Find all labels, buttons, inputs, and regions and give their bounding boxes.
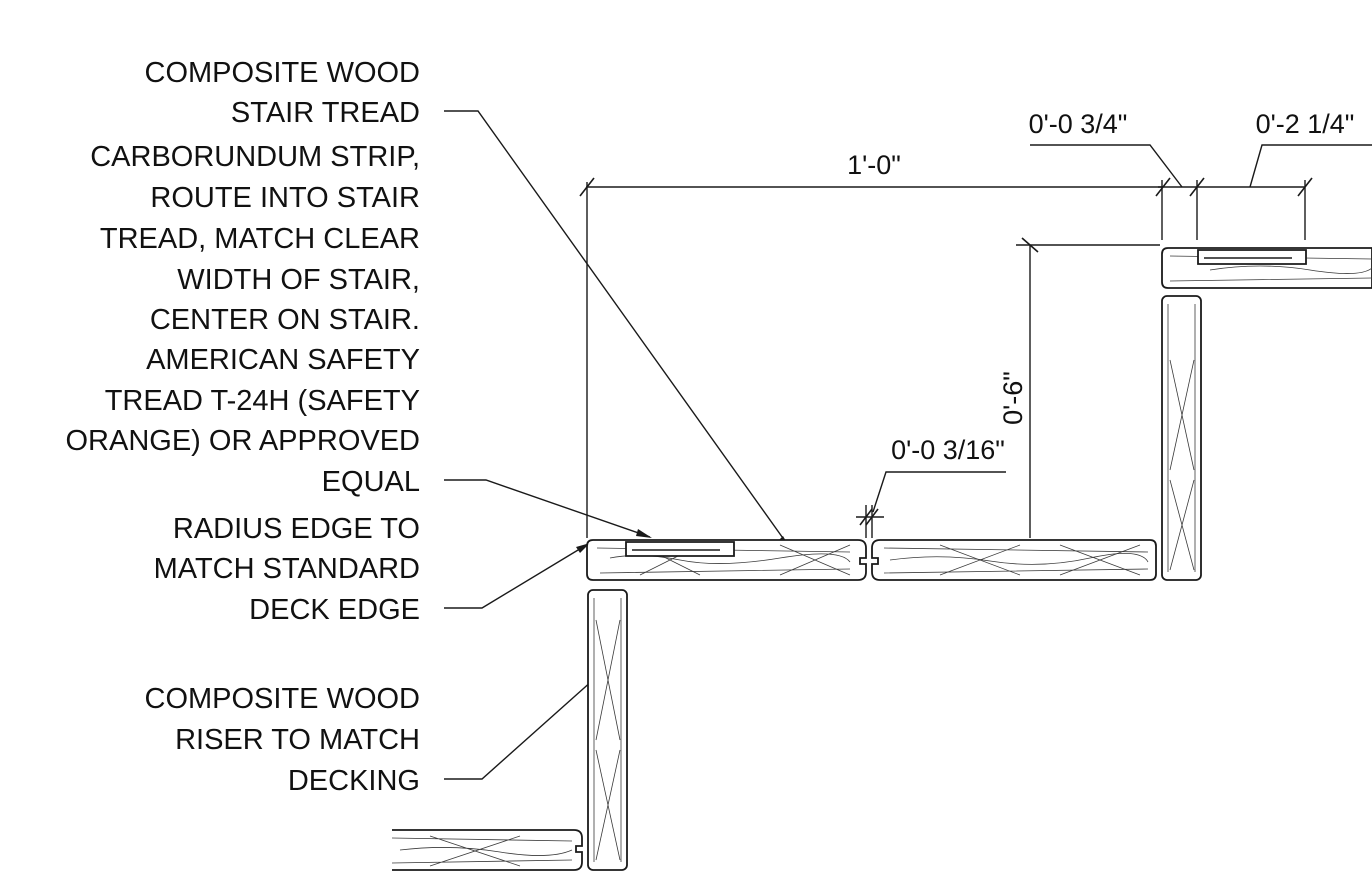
note-line: EQUAL [322,466,420,498]
lower-riser-board [587,589,628,871]
note-line: CARBORUNDUM STRIP, [90,141,420,173]
upper-tread-board [1161,247,1372,289]
note-line: TREAD T-24H (SAFETY [105,385,420,417]
leader-lines [444,110,791,780]
deck-board-lower [391,829,583,871]
note-line: COMPOSITE WOOD [145,683,421,715]
note-line: RISER TO MATCH [175,724,420,756]
dimension-nosing-gap: 0'-0 3/4" [1029,109,1305,240]
note-composite-riser: COMPOSITE WOOD RISER TO MATCH DECKING [145,683,421,797]
dim-tick [859,508,873,526]
leader-radius-edge [444,543,589,609]
dimension-board-gap: 0'-0 3/16" [856,435,1006,538]
note-carborundum-strip: CARBORUNDUM STRIP, ROUTE INTO STAIR TREA… [65,141,420,498]
note-line: ROUTE INTO STAIR [150,182,420,214]
note-line: AMERICAN SAFETY [146,344,420,376]
dim-tick [579,177,595,197]
note-radius-edge: RADIUS EDGE TO MATCH STANDARD DECK EDGE [154,513,420,626]
tread-board-back [871,539,1157,581]
note-line: CENTER ON STAIR. [150,304,420,336]
leader-carborundum [444,479,651,538]
note-line: COMPOSITE WOOD [145,57,421,89]
dim-tick [865,508,879,526]
note-line: DECKING [288,765,420,797]
note-line: ORANGE) OR APPROVED [65,425,420,457]
note-line: STAIR TREAD [231,97,420,129]
dimension-strip-width: 0'-2 1/4" [1249,109,1372,240]
note-line: DECK EDGE [249,594,420,626]
leader-tread [444,110,791,549]
dim-tick [1297,177,1313,197]
dimension-riser-height: 0'-6" [998,237,1160,538]
note-line: RADIUS EDGE TO [173,513,420,545]
dim-leader [1030,144,1183,188]
dim-tick [1021,237,1039,253]
dim-leader [1249,144,1372,188]
dim-label: 0'-2 1/4" [1256,109,1355,139]
carborundum-strip [625,541,735,557]
leader-arrow [636,529,652,538]
note-line: WIDTH OF STAIR, [177,264,420,296]
dim-leader [872,471,1006,513]
upper-riser-board [1161,295,1202,581]
dim-label: 0'-0 3/4" [1029,109,1128,139]
note-line: MATCH STANDARD [154,553,420,585]
dim-label: 0'-0 3/16" [891,435,1005,465]
leader-riser [444,671,603,780]
dim-label: 0'-6" [998,371,1028,425]
note-composite-tread: COMPOSITE WOOD STAIR TREAD [145,57,421,129]
dimension-tread-depth: 1'-0" [579,150,1171,538]
dim-tick [1189,177,1205,197]
note-line: TREAD, MATCH CLEAR [100,223,420,255]
dim-label: 1'-0" [847,150,901,180]
carborundum-strip [1197,249,1307,265]
tread-board-front [586,539,867,581]
